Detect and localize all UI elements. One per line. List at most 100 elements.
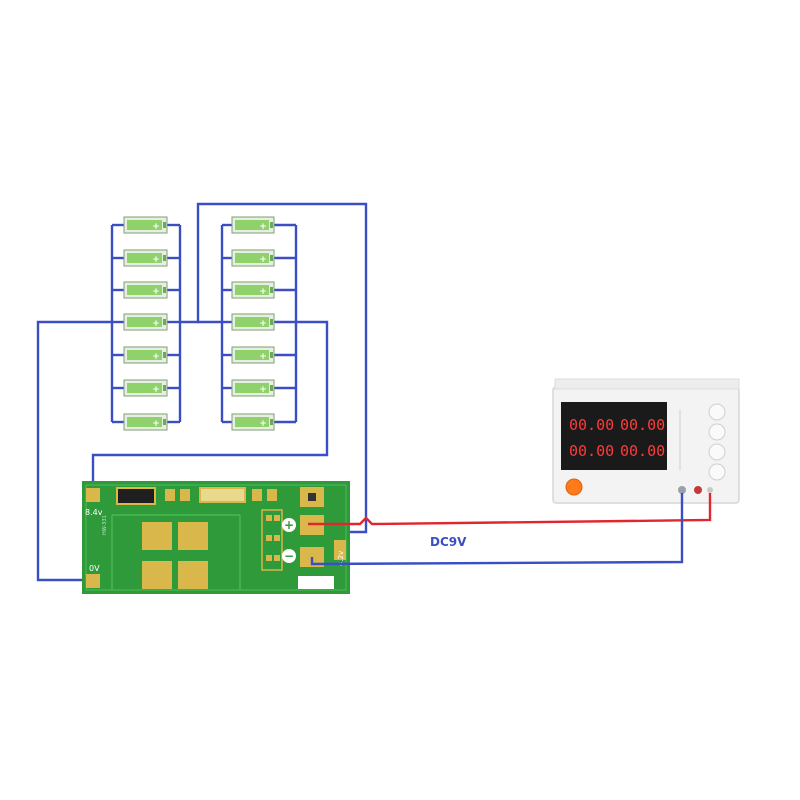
battery-cell-left-3: + [123, 281, 168, 299]
top-ic [116, 487, 156, 505]
battery-cell-cap [163, 222, 166, 228]
battery-cell-right-3: + [231, 281, 275, 299]
top-resistor [180, 489, 190, 501]
plus-marker-circle [282, 518, 296, 532]
battery-cell-left-1: + [123, 216, 168, 234]
top-resistor [267, 489, 277, 501]
minus-symbol: − [284, 549, 294, 563]
pad-4v2 [334, 540, 346, 560]
battery-plus-mark: + [259, 352, 267, 362]
pad-8v4 [86, 488, 100, 502]
battery-cell-right-2: + [231, 249, 275, 267]
minus-marker-circle [282, 549, 296, 563]
negative-lead-wire [36, 320, 112, 582]
plus-symbol: + [284, 518, 294, 532]
negative-supply-wire [310, 493, 684, 566]
battery-cell-body [127, 285, 162, 295]
battery-cell-right-7: + [231, 413, 275, 431]
battery-plus-mark: + [259, 255, 267, 265]
battery-cell-cap [270, 287, 273, 293]
battery-cells: + + + + + + + + + + + + + + [123, 216, 275, 431]
smd-pad [274, 555, 280, 561]
battery-cell-body [127, 253, 162, 263]
battery-plus-mark: + [152, 385, 160, 395]
battery-cell-left-7: + [123, 413, 168, 431]
battery-cell-body [127, 417, 162, 427]
battery-cell-body [235, 417, 269, 427]
battery-cell-body [235, 383, 269, 393]
battery-cell-right-1: + [231, 216, 275, 234]
battery-cell-cap [270, 222, 273, 228]
battery-cell-right-5: + [231, 346, 275, 364]
battery-cell-cap [163, 319, 166, 325]
psu-knob-icon[interactable] [708, 463, 726, 481]
battery-cell-body [127, 350, 162, 360]
mosfet [178, 522, 208, 550]
battery-cell-cap [270, 255, 273, 261]
battery-cell-body [235, 253, 269, 263]
bms-board: + − 8.4v 0V 4.2v HW-331 [82, 481, 350, 594]
pad-0v [86, 574, 100, 588]
psu-terminal-ground [707, 487, 713, 493]
battery-plus-mark: + [152, 222, 160, 232]
battery-cell-cap [270, 352, 273, 358]
positive-lead-wire [91, 320, 329, 494]
cell-leads [112, 223, 296, 424]
battery-plus-mark: + [152, 319, 160, 329]
board-label-sticker [298, 576, 334, 589]
psu-terminal-positive [694, 486, 702, 494]
psu-terminal-negative [678, 486, 686, 494]
battery-cell-cap [163, 385, 166, 391]
smd-pad [266, 515, 272, 521]
battery-cell-body [127, 220, 162, 230]
smd-pad [266, 555, 272, 561]
battery-cell-body [127, 383, 162, 393]
battery-plus-mark: + [259, 222, 267, 232]
pad-label-8v4: 8.4v [85, 508, 103, 517]
battery-plus-mark: + [152, 255, 160, 265]
battery-cell-cap [163, 352, 166, 358]
battery-cell-body [127, 317, 162, 327]
display-voltage-1: 00.00 [569, 416, 614, 434]
top-chip [199, 487, 246, 503]
smd-pad [266, 535, 272, 541]
battery-cell-right-6: + [231, 379, 275, 397]
display-current-1: 00.00 [620, 416, 665, 434]
display-voltage-2: 00.00 [569, 442, 614, 460]
psu-top-edge [554, 378, 740, 390]
battery-cell-cap [163, 255, 166, 261]
pcb-outline [85, 484, 347, 591]
supply-voltage-label: DC9V [430, 535, 467, 549]
power-supply-unit: 00.00 00.00 00.00 00.00 [552, 378, 740, 504]
board-model-text: HW-331 [102, 515, 108, 535]
psu-knob-icon[interactable] [708, 443, 726, 461]
top-pad-hole [308, 493, 316, 501]
battery-plus-mark: + [152, 287, 160, 297]
battery-cell-cap [270, 319, 273, 325]
psu-knob-icon[interactable] [708, 423, 726, 441]
top-resistor [165, 489, 175, 501]
battery-cell-left-6: + [123, 379, 168, 397]
battery-cell-left-5: + [123, 346, 168, 364]
battery-cell-body [235, 350, 269, 360]
battery-cell-cap [163, 287, 166, 293]
battery-cell-left-4: + [123, 313, 168, 331]
battery-cell-right-4: + [231, 313, 275, 331]
mosfet [142, 561, 172, 589]
battery-cell-body [235, 285, 269, 295]
psu-knob-icon[interactable] [708, 403, 726, 421]
battery-cell-cap [270, 385, 273, 391]
battery-cell-body [235, 317, 269, 327]
psu-power-button[interactable] [565, 478, 583, 496]
battery-cell-left-2: + [123, 249, 168, 267]
psu-display-panel [561, 402, 667, 470]
mosfet [142, 522, 172, 550]
pad-label-0v: 0V [89, 564, 100, 573]
battery-plus-mark: + [259, 419, 267, 429]
smd-pad [274, 515, 280, 521]
battery-plus-mark: + [152, 352, 160, 362]
battery-cell-cap [270, 419, 273, 425]
positive-supply-wire [308, 493, 712, 526]
smd-pad [274, 535, 280, 541]
